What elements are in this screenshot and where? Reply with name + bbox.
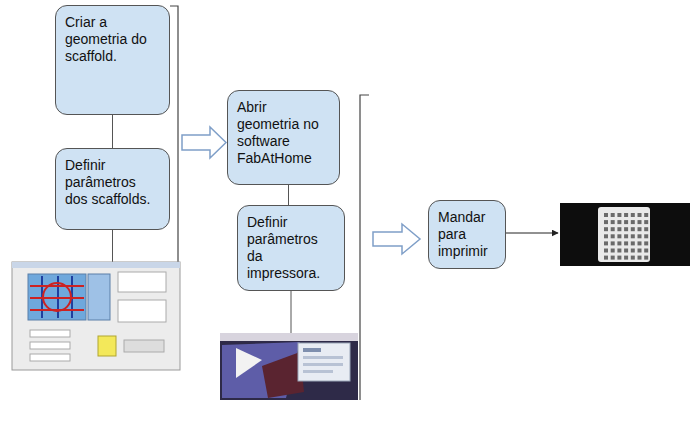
scaffold-pore bbox=[617, 227, 621, 231]
process-box: Abrir geometria no software FabAtHome bbox=[227, 90, 340, 185]
scaffold-pore bbox=[631, 213, 635, 217]
scaffold-pore bbox=[631, 227, 635, 231]
box-text: Abrir geometria no software FabAtHome bbox=[237, 99, 330, 167]
process-box: Mandar para imprimir bbox=[428, 200, 506, 269]
box-text: Criar a geometria do scaffold. bbox=[65, 14, 160, 65]
process-box: Criar a geometria do scaffold. bbox=[55, 5, 170, 115]
scaffold-pore bbox=[611, 220, 615, 224]
leader-line bbox=[291, 291, 292, 333]
block-arrow bbox=[182, 127, 226, 158]
scaffold-pore bbox=[604, 249, 608, 253]
scaffold-pore bbox=[638, 220, 642, 224]
scaffold-pore bbox=[617, 256, 621, 260]
connector-line bbox=[288, 185, 289, 205]
scaffold-pore bbox=[611, 256, 615, 260]
scaffold-pore bbox=[617, 234, 621, 238]
leader-line bbox=[112, 230, 113, 262]
scaffold-pore bbox=[624, 213, 628, 217]
scaffold-pore bbox=[617, 241, 621, 245]
block-arrow bbox=[373, 224, 420, 254]
scaffold-pore bbox=[644, 249, 648, 253]
scaffold-pore bbox=[617, 213, 621, 217]
scaffold-pore bbox=[611, 249, 615, 253]
scaffold-pore bbox=[604, 227, 608, 231]
scaffold-pore bbox=[604, 234, 608, 238]
box-text: Definir parâmetros da impressora. bbox=[247, 214, 335, 282]
scaffold-pore bbox=[638, 234, 642, 238]
scaffold-pore bbox=[611, 213, 615, 217]
scaffold-pore bbox=[644, 241, 648, 245]
box-text: Definir parâmetros dos scaffolds. bbox=[65, 157, 160, 208]
scaffold-pore bbox=[644, 234, 648, 238]
scaffold-pore bbox=[624, 220, 628, 224]
scaffold-pore bbox=[604, 256, 608, 260]
box-text: Mandar para imprimir bbox=[438, 209, 496, 260]
scaffold-pore bbox=[611, 227, 615, 231]
scaffold-pore bbox=[624, 227, 628, 231]
scaffold-pore bbox=[604, 220, 608, 224]
scaffold-pore bbox=[617, 220, 621, 224]
scaffold-pore bbox=[644, 227, 648, 231]
scaffold-pore bbox=[624, 241, 628, 245]
scaffold-pore bbox=[631, 241, 635, 245]
scaffold-pore bbox=[617, 249, 621, 253]
scaffold-pore bbox=[638, 249, 642, 253]
scaffold-pore bbox=[638, 256, 642, 260]
scaffold-pore bbox=[604, 241, 608, 245]
connector-line bbox=[112, 115, 113, 148]
scaffold-pore bbox=[644, 220, 648, 224]
scaffold-pore bbox=[644, 213, 648, 217]
scaffold-pore bbox=[638, 227, 642, 231]
software-screenshot bbox=[12, 262, 180, 370]
scaffold-pore bbox=[611, 234, 615, 238]
scaffold-pore bbox=[624, 256, 628, 260]
scaffold-pore bbox=[631, 256, 635, 260]
scaffold-pore bbox=[631, 249, 635, 253]
scaffold-pore bbox=[631, 220, 635, 224]
scaffold-pore bbox=[644, 256, 648, 260]
scaffold-pore bbox=[638, 213, 642, 217]
leader-arrow bbox=[506, 233, 558, 234]
group-bracket bbox=[360, 95, 369, 400]
scaffold-pore bbox=[624, 249, 628, 253]
printed-scaffold-photo bbox=[560, 203, 690, 266]
printer-software-photo bbox=[220, 333, 358, 400]
scaffold-pore bbox=[611, 241, 615, 245]
process-box: Definir parâmetros da impressora. bbox=[237, 205, 345, 291]
scaffold-pore bbox=[638, 241, 642, 245]
scaffold-pore bbox=[624, 234, 628, 238]
scaffold-pore bbox=[631, 234, 635, 238]
process-box: Definir parâmetros dos scaffolds. bbox=[55, 148, 170, 230]
scaffold-pore bbox=[604, 213, 608, 217]
